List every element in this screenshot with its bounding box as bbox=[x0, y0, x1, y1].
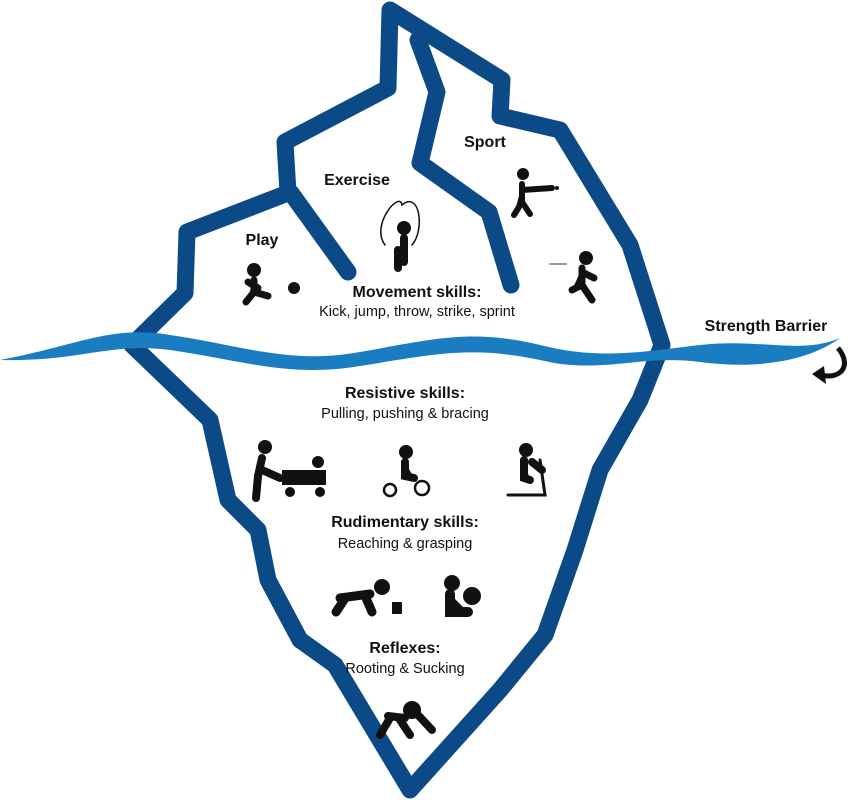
scooter-icon bbox=[506, 443, 547, 497]
reflexes-title: Reflexes: bbox=[369, 640, 441, 657]
ridge-left bbox=[282, 184, 357, 281]
movement-skills-title: Movement skills: bbox=[352, 284, 482, 301]
child-pulling-wagon-icon bbox=[252, 440, 326, 502]
label-exercise: Exercise bbox=[324, 172, 390, 189]
infant-icon bbox=[376, 701, 436, 739]
strength-barrier-label: Strength Barrier bbox=[704, 318, 828, 335]
label-sport: Sport bbox=[464, 134, 506, 151]
water-wave bbox=[0, 332, 840, 370]
sprinter-icon bbox=[549, 251, 598, 304]
resistive-skills-title: Resistive skills: bbox=[344, 385, 466, 402]
batter-icon bbox=[511, 168, 559, 218]
resistive-skills-items: Pulling, pushing & bracing bbox=[321, 406, 489, 422]
kicking-child-icon bbox=[242, 263, 300, 306]
jump-rope-icon bbox=[380, 200, 421, 272]
ridge-right bbox=[409, 31, 520, 294]
label-play: Play bbox=[245, 232, 279, 249]
rudimentary-skills-title: Rudimentary skills: bbox=[331, 514, 479, 531]
movement-skills-items: Kick, jump, throw, strike, sprint bbox=[319, 304, 515, 320]
iceberg-outline bbox=[123, 1, 671, 799]
crawling-baby-icon bbox=[331, 579, 402, 617]
reflexes-items: Rooting & Sucking bbox=[345, 661, 465, 677]
curved-arrow-icon bbox=[819, 346, 847, 379]
rudimentary-skills-items: Reaching & grasping bbox=[337, 536, 473, 552]
tricycle-icon bbox=[382, 445, 431, 498]
baby-holding-ball-icon bbox=[444, 575, 481, 617]
